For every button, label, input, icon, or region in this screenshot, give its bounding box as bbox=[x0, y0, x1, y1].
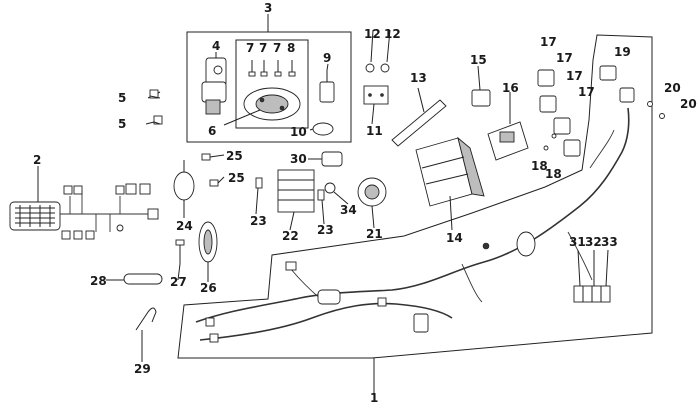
part-22-rectifier bbox=[277, 169, 315, 213]
callout-23a: 23 bbox=[250, 214, 267, 228]
callout-30: 30 bbox=[290, 152, 307, 166]
callout-25b: 25 bbox=[228, 171, 245, 185]
part-9-switch-connector bbox=[319, 70, 335, 103]
harness-board-outline bbox=[177, 34, 653, 359]
callout-31: 31 bbox=[569, 235, 586, 249]
callout-8: 8 bbox=[287, 41, 295, 55]
callout-1: 1 bbox=[370, 391, 378, 405]
part-18-clips bbox=[543, 133, 557, 151]
callout-25a: 25 bbox=[226, 149, 243, 163]
callout-13: 13 bbox=[410, 71, 427, 85]
screw-set-7-8 bbox=[248, 60, 296, 77]
main-wiring-harness bbox=[195, 107, 630, 343]
callout-27: 27 bbox=[170, 275, 187, 289]
callout-20b: 20 bbox=[680, 97, 697, 111]
callout-20a: 20 bbox=[664, 81, 681, 95]
callout-19: 19 bbox=[614, 45, 631, 59]
part-15-relay bbox=[471, 89, 491, 107]
part-26-sensor bbox=[198, 221, 218, 263]
part-17-relays bbox=[537, 69, 581, 157]
headlight-assembly bbox=[9, 201, 61, 231]
part-34-washer bbox=[324, 182, 336, 194]
callout-15: 15 bbox=[470, 53, 487, 67]
parts-31-33-fuse-block bbox=[573, 285, 611, 303]
callout-11: 11 bbox=[366, 124, 383, 138]
callout-2: 2 bbox=[33, 153, 41, 167]
part-25-bolts bbox=[201, 153, 219, 187]
callout-34: 34 bbox=[340, 203, 357, 217]
callout-7c: 7 bbox=[273, 41, 281, 55]
callout-33: 33 bbox=[601, 235, 618, 249]
callout-18a: 18 bbox=[531, 159, 548, 173]
callout-22: 22 bbox=[282, 229, 299, 243]
callout-23b: 23 bbox=[317, 223, 334, 237]
part-24-coil bbox=[173, 160, 195, 201]
part-28-clip bbox=[123, 273, 163, 285]
ignition-switch bbox=[201, 57, 227, 115]
part-19-flasher bbox=[599, 65, 635, 103]
part-3-group-box bbox=[186, 31, 352, 143]
callout-7a: 7 bbox=[246, 41, 254, 55]
part-20-screws bbox=[647, 101, 665, 119]
part-10-grommet bbox=[312, 122, 334, 136]
callout-labels: 1 2 3 4 5 5 6 7 7 7 8 9 10 11 12 12 13 1… bbox=[33, 1, 697, 405]
part-14-battery bbox=[415, 136, 485, 207]
callout-21: 21 bbox=[366, 227, 383, 241]
part-5-bolt-top bbox=[147, 89, 161, 99]
callout-17d: 17 bbox=[578, 85, 595, 99]
part-12-nuts bbox=[365, 63, 390, 73]
callout-12b: 12 bbox=[384, 27, 401, 41]
part-29-hook bbox=[135, 307, 157, 331]
callout-26: 26 bbox=[200, 281, 217, 295]
callout-7b: 7 bbox=[259, 41, 267, 55]
callout-5b: 5 bbox=[118, 117, 126, 131]
callout-17b: 17 bbox=[556, 51, 573, 65]
callout-29: 29 bbox=[134, 362, 151, 376]
part-5-bolt-bottom bbox=[145, 115, 163, 125]
part-13-fuse-holder bbox=[391, 99, 447, 147]
callout-9: 9 bbox=[323, 51, 331, 65]
callout-16: 16 bbox=[502, 81, 519, 95]
part-11-bracket bbox=[363, 85, 389, 105]
part-30-clamp bbox=[321, 151, 343, 167]
leader-lines bbox=[37, 14, 609, 394]
part-23-bolts bbox=[255, 177, 325, 201]
part-21-horn bbox=[357, 177, 387, 207]
callout-6: 6 bbox=[208, 124, 216, 138]
callout-5a: 5 bbox=[118, 91, 126, 105]
callout-10: 10 bbox=[290, 125, 307, 139]
callout-28: 28 bbox=[90, 274, 107, 288]
headlight-sub-harness bbox=[60, 183, 159, 240]
callout-17a: 17 bbox=[540, 35, 557, 49]
ignition-lock-plate bbox=[243, 87, 301, 121]
callout-12a: 12 bbox=[364, 27, 381, 41]
callout-32: 32 bbox=[585, 235, 602, 249]
callout-17c: 17 bbox=[566, 69, 583, 83]
part-27-pin bbox=[175, 239, 185, 264]
callout-3: 3 bbox=[264, 1, 272, 15]
callout-18b: 18 bbox=[545, 167, 562, 181]
callout-4: 4 bbox=[212, 39, 220, 53]
part-6-inner-box bbox=[235, 39, 309, 129]
callout-24: 24 bbox=[176, 219, 193, 233]
callout-14: 14 bbox=[446, 231, 463, 245]
part-16-regulator-box bbox=[487, 121, 529, 161]
